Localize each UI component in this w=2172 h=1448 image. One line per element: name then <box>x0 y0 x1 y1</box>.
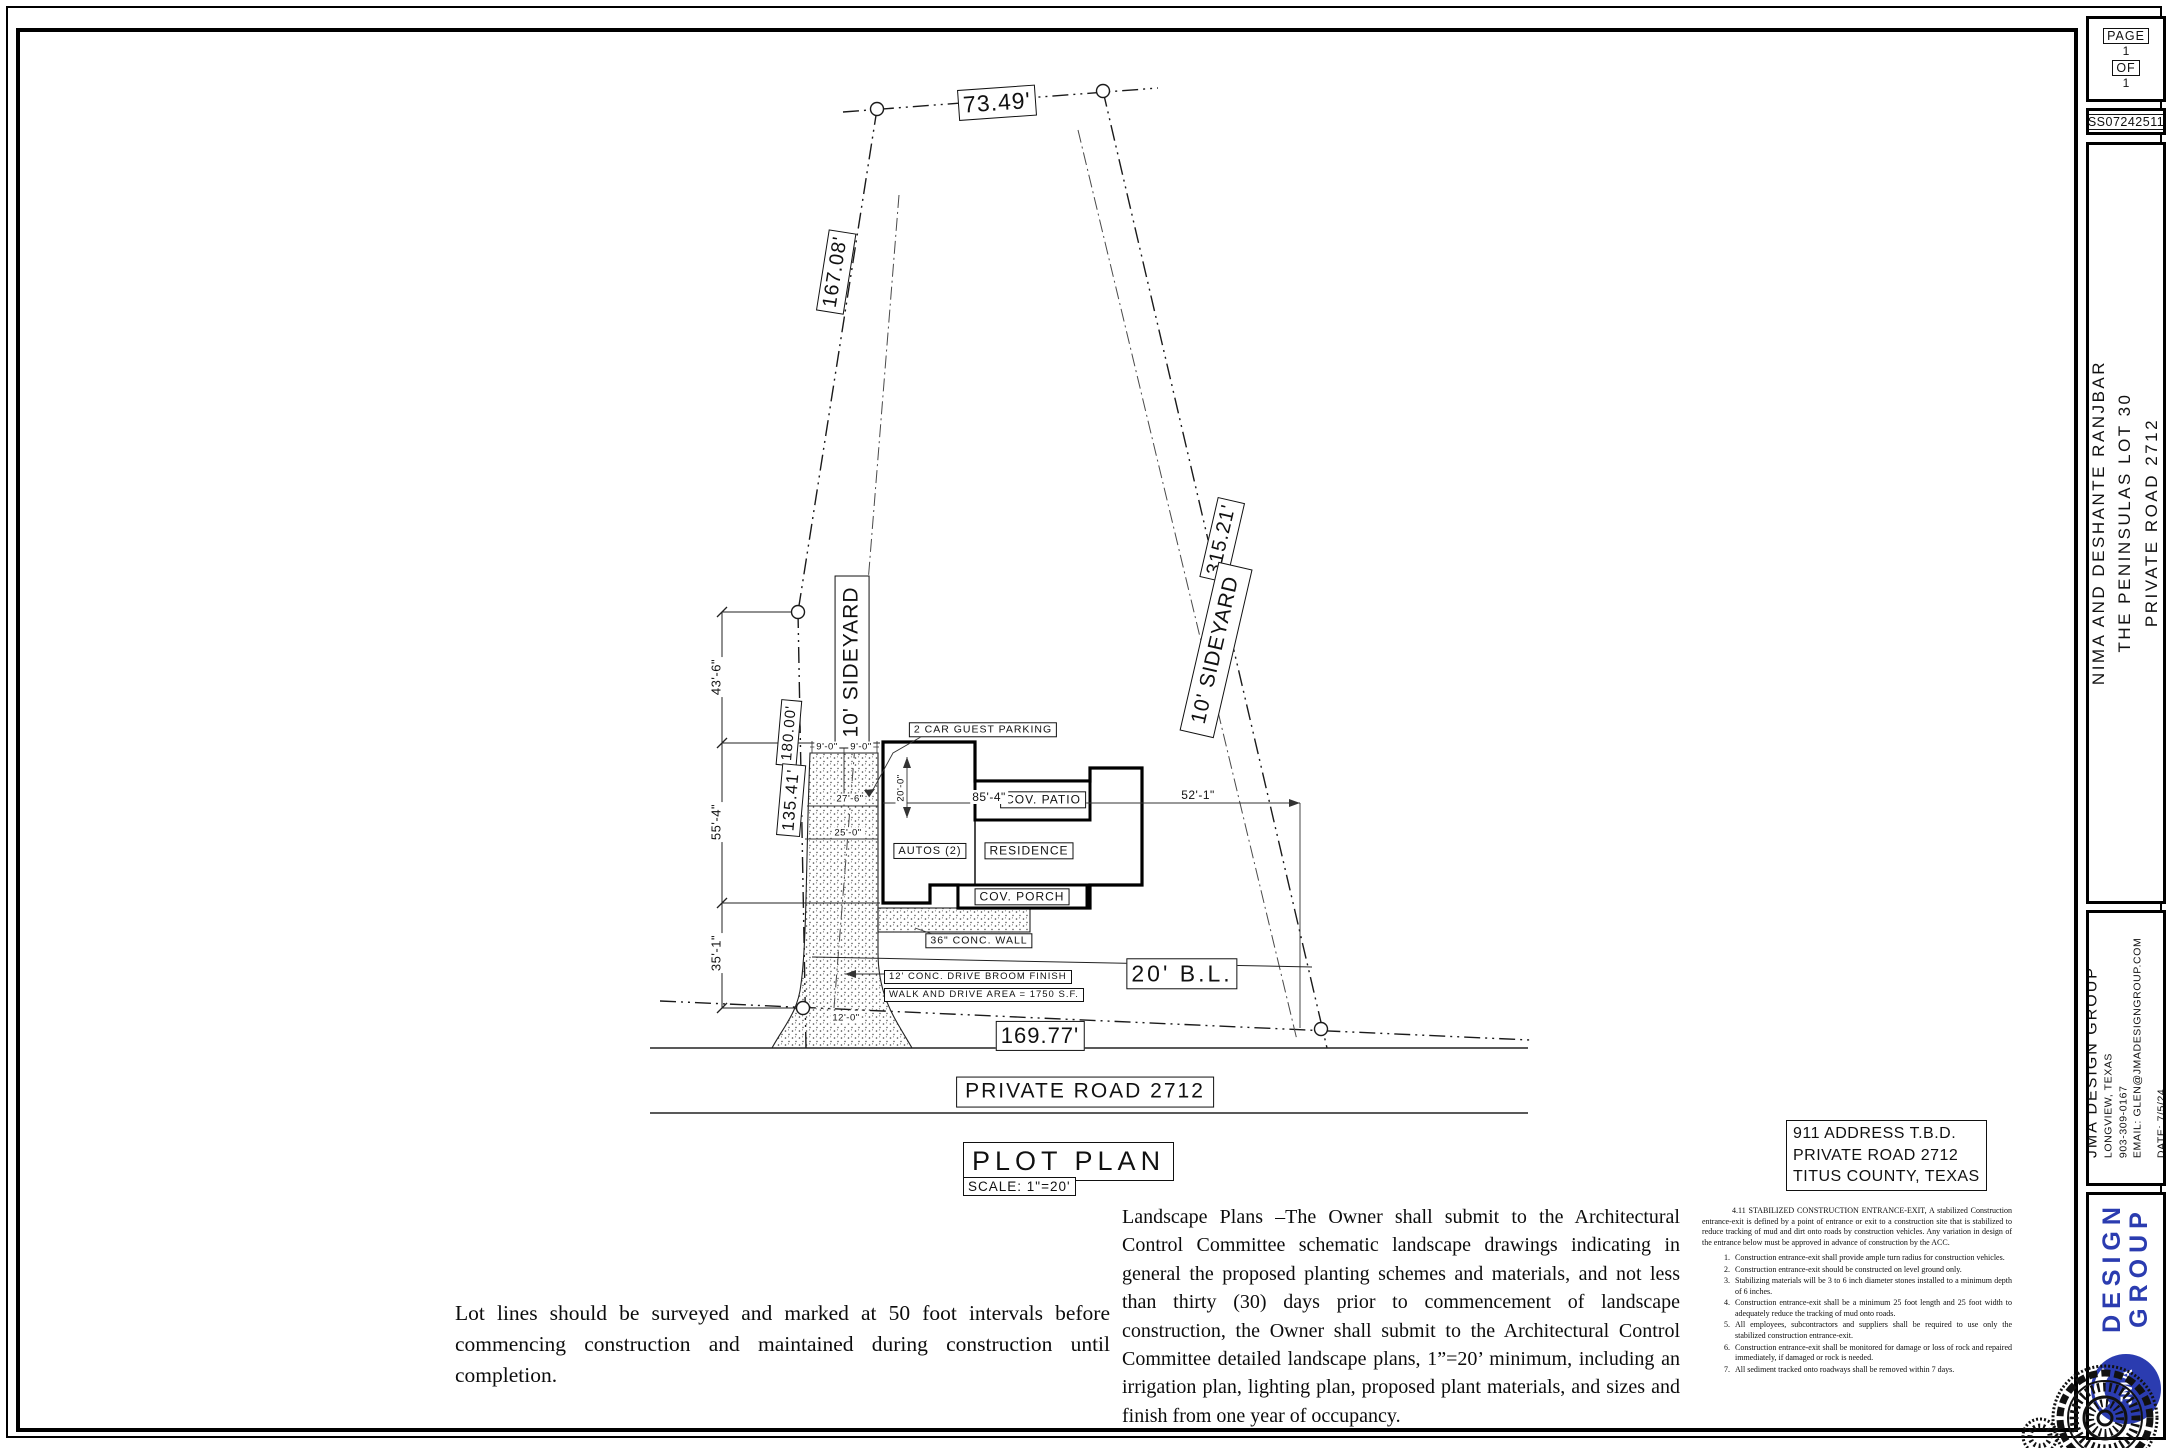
job-number: SS07242511 <box>2089 113 2163 130</box>
dim-20: 20'-0" <box>895 772 907 804</box>
address-line2: PRIVATE ROAD 2712 <box>1793 1146 1959 1164</box>
dim-9a: 9'-0" <box>814 741 840 753</box>
page-of-label: OF <box>2112 59 2140 76</box>
project-line2: THE PENINSULAS LOT 30 <box>2115 392 2135 654</box>
building-line-label: 20' B.L. <box>1126 958 1238 990</box>
firm-phone: 903-309-0167 <box>2116 1085 2129 1159</box>
page-number: 1 <box>2122 44 2130 59</box>
conc-wall-label: 36" CONC. WALL <box>925 933 1033 949</box>
project-line1: NIMA AND DESHANTE RANJBAR <box>2089 360 2109 686</box>
dim-27: 27'-6" <box>834 793 866 805</box>
house-outline <box>881 740 1144 910</box>
page-number-box: PAGE 1 OF 1 <box>2086 16 2166 102</box>
cov-porch-label: COV. PORCH <box>974 888 1070 906</box>
firm-city: LONGVIEW, TEXAS <box>2102 1053 2115 1159</box>
dim-12: 12'-0" <box>830 1012 862 1024</box>
width-dimension <box>883 757 1301 1028</box>
dim-9b: 9'-0" <box>848 741 874 753</box>
residence-label: RESIDENCE <box>984 842 1074 860</box>
dim-55: 55'-4" <box>708 801 724 843</box>
page-label: PAGE <box>2103 28 2149 45</box>
dim-85: 85'-4" <box>970 790 1008 804</box>
acc-item: Construction entrance-exit shall be a mi… <box>1732 1298 2012 1319</box>
firm-email: EMAIL: GLEN@JMADESIGNGROUP.COM <box>2131 937 2144 1159</box>
cov-patio-label: COV. PATIO <box>1000 791 1086 809</box>
dim-35: 35'-1" <box>708 932 724 974</box>
sideyard-label-left: 10' SIDEYARD <box>834 575 870 749</box>
acc-item: All sediment tracked onto roadways shall… <box>1732 1365 2012 1376</box>
sideyard-lines <box>833 129 1298 1041</box>
road-name-label: PRIVATE ROAD 2712 <box>956 1076 1214 1108</box>
note-lot-lines: Lot lines should be surveyed and marked … <box>455 1301 1110 1388</box>
acc-item: Construction entrance-exit shall provide… <box>1732 1253 2012 1264</box>
acc-item: All employees, subcontractors and suppli… <box>1732 1320 2012 1341</box>
acc-item: Construction entrance-exit should be con… <box>1732 1265 2012 1276</box>
firm-date: DATE: 7/5/24 <box>2155 1088 2166 1159</box>
plan-title: PLOT PLAN <box>963 1142 1175 1181</box>
acc-item: Construction entrance-exit shall be moni… <box>1732 1343 2012 1364</box>
dim-52: 52'-1" <box>1179 788 1217 802</box>
job-number-box: SS07242511 <box>2086 108 2166 135</box>
page-total: 1 <box>2122 75 2130 90</box>
acc-item: Stabilizing materials will be 3 to 6 inc… <box>1732 1276 2012 1297</box>
logo-word-design: DESIGN <box>2098 1201 2127 1333</box>
address-block: 911 ADDRESS T.B.D. PRIVATE ROAD 2712 TIT… <box>1786 1120 1987 1191</box>
project-title-block: NIMA AND DESHANTE RANJBAR THE PENINSULAS… <box>2086 142 2166 904</box>
firm-name: JMA DESIGN GROUP <box>2086 966 2101 1159</box>
autos-label: AUTOS (2) <box>893 842 967 860</box>
drive-note-line2: WALK AND DRIVE AREA = 1750 S.F. <box>884 988 1084 1003</box>
dim-label-top: 73.49' <box>957 84 1037 122</box>
guest-parking-label: 2 CAR GUEST PARKING <box>908 722 1058 738</box>
logo-wordmark: DESIGN GROUP <box>2098 1201 2154 1333</box>
acc-list: Construction entrance-exit shall provide… <box>1702 1253 2012 1375</box>
plan-scale: SCALE: 1"=20' <box>963 1177 1076 1197</box>
concrete-walk <box>877 907 1031 933</box>
dim-43: 43'-6" <box>708 656 724 698</box>
address-line1: 911 ADDRESS T.B.D. <box>1793 1125 1957 1142</box>
dim-label-bottom: 169.77' <box>995 1020 1085 1052</box>
drive-note-line1: 12' CONC. DRIVE BROOM FINISH <box>884 970 1072 985</box>
logo-word-group: GROUP <box>2125 1206 2154 1328</box>
acc-heading: 4.11 STABILIZED CONSTRUCTION ENTRANCE-EX… <box>1702 1206 2012 1247</box>
note-acc: 4.11 STABILIZED CONSTRUCTION ENTRANCE-EX… <box>1702 1206 2012 1376</box>
drawing-area-border <box>16 28 2078 1432</box>
note-landscape: Landscape Plans –The Owner shall submit … <box>1122 1206 1680 1427</box>
firm-info-block: JMA DESIGN GROUP LONGVIEW, TEXAS 903-309… <box>2086 910 2166 1186</box>
project-line3: PRIVATE ROAD 2712 <box>2142 418 2162 628</box>
dim-25: 25'-0" <box>832 827 864 839</box>
corner-stamp-seal <box>2021 1364 2159 1448</box>
address-line3: TITUS COUNTY, TEXAS <box>1793 1168 1980 1186</box>
corner-markers <box>790 83 1329 1037</box>
drive-note: 12' CONC. DRIVE BROOM FINISH WALK AND DR… <box>884 966 1084 1003</box>
lot-boundary-lines <box>659 87 1531 1049</box>
